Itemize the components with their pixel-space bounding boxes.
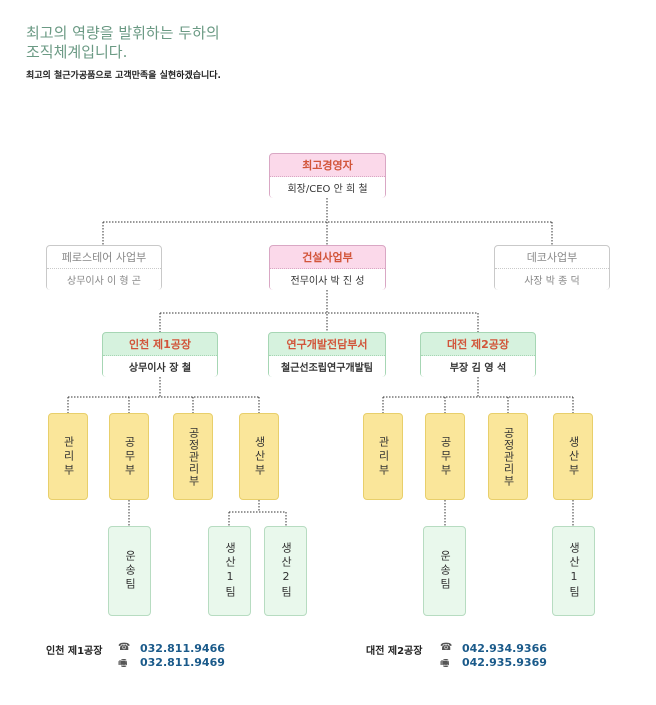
daejeon-team-box: 운송팀 — [423, 526, 466, 616]
incheon-plant-title: 인천 제1공장 — [103, 333, 217, 356]
daejeon-dept-box: 관리부 — [363, 413, 403, 500]
incheon-team-box: 생산1팀 — [208, 526, 251, 616]
headline-line-1: 최고의 역량을 발휘하는 두하의 — [26, 24, 220, 42]
daejeon-dept-label: 생산부 — [567, 435, 580, 478]
daejeon-dept-box: 공무부 — [425, 413, 465, 500]
fax-icon: 🖷 — [118, 658, 128, 669]
daejeon-dept-label: 공무부 — [439, 435, 452, 478]
incheon-team-box: 운송팀 — [108, 526, 151, 616]
incheon-team-label: 생산1팀 — [223, 542, 237, 600]
daejeon-plant-title: 대전 제2공장 — [421, 333, 535, 356]
daejeon-contact-label: 대전 제2공장 — [366, 646, 423, 657]
incheon-dept-label: 생산부 — [253, 435, 266, 478]
rnd-box: 연구개발전담부서 철근선조립연구개발팀 — [268, 332, 386, 377]
ceo-person: 회장/CEO 안 희 철 — [270, 176, 385, 198]
incheon-team-label: 운송팀 — [123, 550, 137, 592]
incheon-dept-box: 관리부 — [48, 413, 88, 500]
right-division-title: 데코사업부 — [495, 246, 609, 269]
daejeon-plant-box: 대전 제2공장 부장 김 영 석 — [420, 332, 536, 377]
incheon-tel[interactable]: 032.811.9466 — [140, 642, 225, 655]
incheon-dept-box: 공무부 — [109, 413, 149, 500]
daejeon-dept-box: 공정관리부 — [488, 413, 528, 500]
right-division-box: 데코사업부 사장 박 종 덕 — [494, 245, 610, 290]
incheon-plant-box: 인천 제1공장 상무이사 장 철 — [102, 332, 218, 377]
incheon-team-box: 생산2팀 — [264, 526, 307, 616]
center-division-box: 건설사업부 전무이사 박 진 성 — [269, 245, 386, 290]
ceo-title: 최고경영자 — [270, 154, 385, 177]
left-division-title: 페로스테어 사업부 — [47, 246, 161, 269]
daejeon-dept-label: 공정관리부 — [502, 426, 515, 487]
headline: 최고의 역량을 발휘하는 두하의 조직체계입니다. — [26, 24, 220, 62]
incheon-contact-label: 인천 제1공장 — [46, 646, 103, 657]
center-division-person: 전무이사 박 진 성 — [270, 268, 385, 290]
rnd-team: 철근선조립연구개발팀 — [269, 355, 385, 377]
headline-line-2: 조직체계입니다. — [26, 43, 128, 61]
phone-icon: ☎ — [440, 642, 453, 653]
incheon-plant-person: 상무이사 장 철 — [103, 355, 217, 377]
daejeon-tel[interactable]: 042.934.9366 — [462, 642, 547, 655]
incheon-team-label: 생산2팀 — [279, 542, 293, 600]
incheon-dept-label: 공무부 — [123, 435, 136, 478]
center-division-title: 건설사업부 — [270, 246, 385, 269]
left-division-person: 상무이사 이 형 곤 — [47, 268, 161, 290]
daejeon-team-box: 생산1팀 — [552, 526, 595, 616]
phone-icon: ☎ — [118, 642, 131, 653]
subheadline: 최고의 철근가공품으로 고객만족을 실현하겠습니다. — [26, 71, 221, 81]
incheon-dept-label: 공정관리부 — [187, 426, 200, 487]
daejeon-team-label: 생산1팀 — [567, 542, 581, 600]
fax-icon: 🖷 — [440, 658, 450, 669]
daejeon-plant-person: 부장 김 영 석 — [421, 355, 535, 377]
right-division-person: 사장 박 종 덕 — [495, 268, 609, 290]
daejeon-dept-box: 생산부 — [553, 413, 593, 500]
left-division-box: 페로스테어 사업부 상무이사 이 형 곤 — [46, 245, 162, 290]
daejeon-dept-label: 관리부 — [377, 435, 390, 478]
incheon-dept-box: 생산부 — [239, 413, 279, 500]
daejeon-team-label: 운송팀 — [438, 550, 452, 592]
incheon-fax: 032.811.9469 — [140, 656, 225, 669]
rnd-title: 연구개발전담부서 — [269, 333, 385, 356]
daejeon-fax: 042.935.9369 — [462, 656, 547, 669]
incheon-dept-box: 공정관리부 — [173, 413, 213, 500]
incheon-dept-label: 관리부 — [62, 435, 75, 478]
ceo-box: 최고경영자 회장/CEO 안 희 철 — [269, 153, 386, 198]
